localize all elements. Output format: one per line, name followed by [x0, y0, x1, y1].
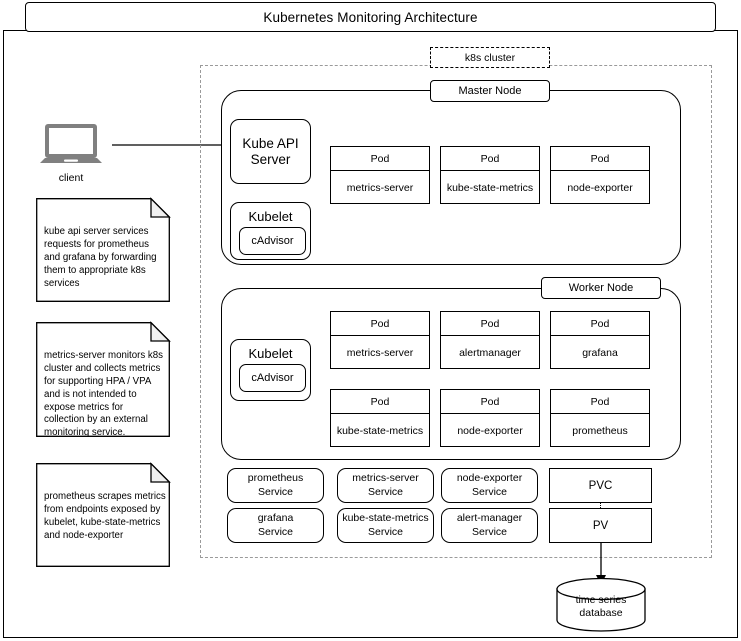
master-cadvisor-box: cAdvisor — [239, 227, 306, 255]
master-pod-metrics-server: Pod metrics-server — [330, 146, 430, 204]
master-kubelet-label: Kubelet — [248, 209, 293, 224]
pod-name: metrics-server — [346, 346, 414, 359]
note-text: kube api server services requests for pr… — [44, 226, 157, 289]
service-label-line1: prometheus — [247, 472, 304, 485]
pv-box: PV — [549, 508, 652, 543]
pod-name: kube-state-metrics — [446, 181, 534, 194]
service-alert-manager: alert-manager Service — [441, 508, 538, 543]
note-text: metrics-server monitors k8s cluster and … — [44, 350, 163, 439]
page-title-text: Kubernetes Monitoring Architecture — [263, 9, 478, 25]
note-text: prometheus scrapes metrics from endpoint… — [44, 491, 166, 541]
service-grafana: grafana Service — [227, 508, 324, 543]
pod-name: metrics-server — [346, 181, 414, 194]
worker-node-label: Worker Node — [541, 277, 661, 299]
pod-name: prometheus — [572, 424, 628, 437]
worker-pod-metrics-server: Pod metrics-server — [330, 311, 430, 369]
service-prometheus: prometheus Service — [227, 468, 324, 503]
database-label-line2: database — [579, 607, 623, 620]
pod-header: Pod — [551, 312, 649, 336]
pod-header: Pod — [331, 390, 429, 414]
worker-pod-node-exporter: Pod node-exporter — [440, 389, 540, 447]
note-metrics-server: metrics-server monitors k8s cluster and … — [36, 321, 171, 439]
pod-header: Pod — [551, 147, 649, 171]
service-label-line1: grafana — [257, 512, 294, 525]
database-label: time series database — [556, 594, 646, 620]
k8s-cluster-label: k8s cluster — [430, 47, 550, 68]
pvc-label: PVC — [588, 479, 613, 492]
service-label-line2: Service — [367, 525, 403, 538]
page-title: Kubernetes Monitoring Architecture — [25, 2, 716, 32]
service-kube-state-metrics: kube-state-metrics Service — [337, 508, 434, 543]
kube-api-server-label-line2: Server — [250, 151, 291, 167]
worker-cadvisor-label: cAdvisor — [251, 371, 294, 384]
kube-api-server-label-line1: Kube API — [242, 135, 299, 151]
service-label-line1: kube-state-metrics — [342, 512, 429, 525]
service-label-line1: alert-manager — [456, 512, 523, 525]
pod-header: Pod — [551, 390, 649, 414]
laptop-icon — [40, 123, 102, 168]
note-prometheus-scrape: prometheus scrapes metrics from endpoint… — [36, 462, 171, 567]
worker-pod-alertmanager: Pod alertmanager — [440, 311, 540, 369]
service-node-exporter: node-exporter Service — [441, 468, 538, 503]
service-label-line1: metrics-server — [352, 472, 419, 485]
worker-kubelet-box: Kubelet cAdvisor — [230, 339, 311, 401]
database-label-line1: time series — [575, 594, 627, 606]
master-kubelet-box: Kubelet cAdvisor — [230, 202, 311, 260]
worker-pod-prometheus: Pod prometheus — [550, 389, 650, 447]
service-label-line2: Service — [367, 485, 403, 498]
worker-kubelet-label: Kubelet — [248, 346, 293, 361]
worker-pod-kube-state-metrics: Pod kube-state-metrics — [330, 389, 430, 447]
pod-header: Pod — [331, 147, 429, 171]
note-kube-api-server: kube api server services requests for pr… — [36, 197, 171, 302]
master-pod-kube-state-metrics: Pod kube-state-metrics — [440, 146, 540, 204]
service-label-line2: Service — [471, 525, 507, 538]
kube-api-server-box: Kube API Server — [230, 119, 311, 184]
pod-name: alertmanager — [459, 346, 521, 359]
client-label: client — [58, 172, 84, 184]
pod-name: node-exporter — [457, 424, 523, 437]
master-pod-node-exporter: Pod node-exporter — [550, 146, 650, 204]
pvc-box: PVC — [549, 468, 652, 503]
master-cadvisor-label: cAdvisor — [251, 234, 294, 247]
pod-name: kube-state-metrics — [336, 424, 424, 437]
service-label-line2: Service — [257, 525, 293, 538]
master-node-label: Master Node — [430, 80, 550, 102]
time-series-database: time series database — [556, 577, 646, 632]
worker-cadvisor-box: cAdvisor — [239, 364, 306, 392]
service-label-line1: node-exporter — [456, 472, 523, 485]
pod-header: Pod — [441, 312, 539, 336]
pod-name: node-exporter — [567, 181, 633, 194]
service-label-line2: Service — [257, 485, 293, 498]
worker-pod-grafana: Pod grafana — [550, 311, 650, 369]
pod-name: grafana — [582, 346, 618, 359]
service-label-line2: Service — [471, 485, 507, 498]
pvc-pv-connector — [600, 502, 601, 512]
pod-header: Pod — [441, 390, 539, 414]
pod-header: Pod — [441, 147, 539, 171]
pv-label: PV — [592, 519, 609, 532]
service-metrics-server: metrics-server Service — [337, 468, 434, 503]
pod-header: Pod — [331, 312, 429, 336]
